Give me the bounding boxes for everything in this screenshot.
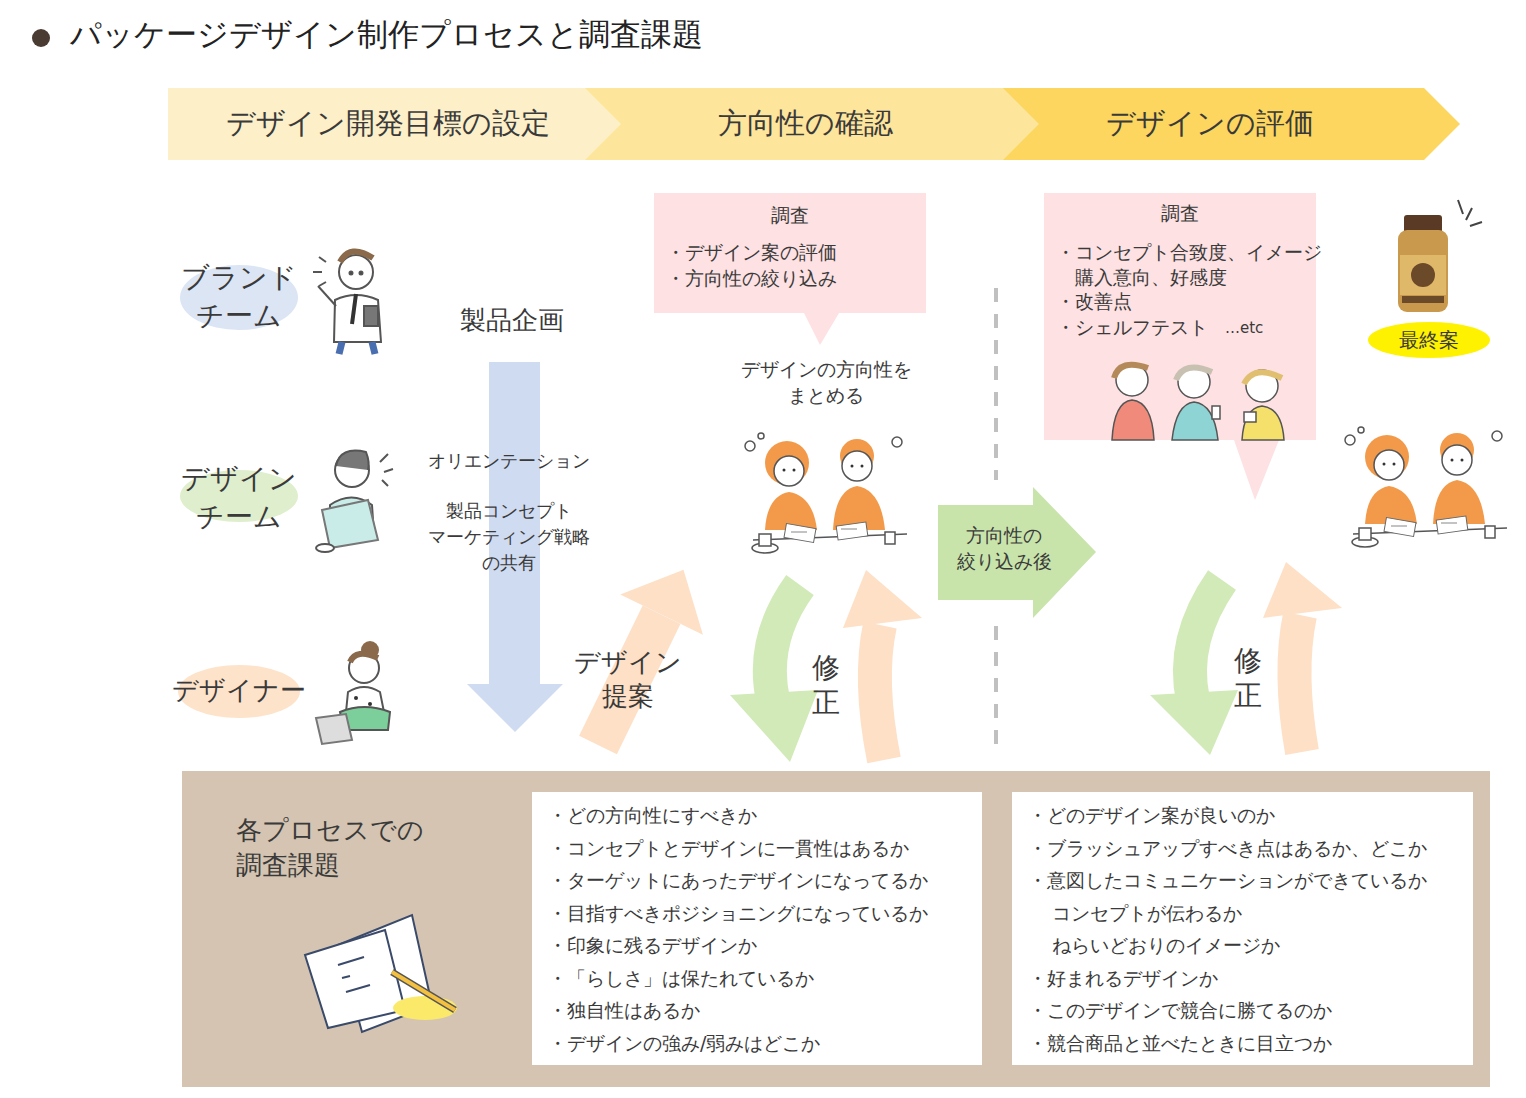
node-text: ・コンセプトとデザインに一貫性はあるか bbox=[548, 836, 974, 861]
title-bullet bbox=[32, 29, 50, 47]
proposal-arrow bbox=[557, 550, 725, 766]
node-text: ・印象に残るデザインか bbox=[548, 933, 974, 958]
node-text: ・ブラッシュアップすべき点はあるか、どこか bbox=[1028, 836, 1465, 861]
node-text: 方向性の確認 bbox=[605, 105, 1005, 141]
issues-list: ・どのデザイン案が良いのか・ブラッシュアップすべき点はあるか、どこか・意図したコ… bbox=[1012, 792, 1473, 1065]
revision-loop bbox=[1150, 562, 1342, 755]
node-text: 方向性の 絞り込み後 bbox=[948, 523, 1060, 574]
node-text: ・コンセプト合致度、イメージ 購入意向、好感度 bbox=[1056, 240, 1348, 289]
issues-list: ・どの方向性にすべきか・コンセプトとデザインに一貫性はあるか・ターゲットにあった… bbox=[532, 792, 982, 1065]
node-text: デザイン開発目標の設定 bbox=[188, 105, 588, 141]
node-text: 調査 bbox=[654, 203, 926, 228]
annotation-label: デザインの方向性を まとめる bbox=[736, 356, 916, 408]
product-bottle bbox=[1398, 200, 1482, 312]
node-text: ・どのデザイン案が良いのか bbox=[1028, 803, 1465, 828]
revision-loop bbox=[730, 570, 922, 762]
node-text: ・このデザインで競合に勝てるのか bbox=[1028, 998, 1465, 1023]
node-text: デザインの評価 bbox=[1010, 105, 1410, 141]
node-text: 各プロセスでの 調査課題 bbox=[236, 813, 436, 883]
node-text: ・改善点 bbox=[1056, 289, 1314, 314]
process-chevron: デザイン開発目標の設定 bbox=[168, 88, 623, 160]
consumer-illustration bbox=[1112, 364, 1284, 440]
node-text: 最終案 bbox=[1368, 327, 1490, 353]
node-text: ・「らしさ」は保たれているか bbox=[548, 966, 974, 991]
node-text: ・目指すべきポジショニングになっているか bbox=[548, 901, 974, 926]
annotation-label: 修 正 bbox=[809, 650, 843, 720]
issues-panel: 各プロセスでの 調査課題 ・どの方向性にすべきか・コンセプトとデザインに一貫性はあ… bbox=[182, 771, 1490, 1087]
node-text: ・ターゲットにあったデザインになってるか bbox=[548, 868, 974, 893]
node-text: ・シェルフテスト bbox=[1056, 315, 1226, 340]
designer-person bbox=[316, 641, 390, 744]
node-text: ・独自性はあるか bbox=[548, 998, 974, 1023]
node-text: ・競合商品と並べたときに目立つか bbox=[1028, 1031, 1465, 1056]
node-text: …etc bbox=[1225, 319, 1305, 339]
process-chevron: 方向性の確認 bbox=[585, 88, 1040, 160]
annotation-label: 製品企画 bbox=[450, 304, 574, 338]
node-text: ・デザインの強み/弱みはどこか bbox=[548, 1031, 974, 1056]
role-ellipse: デザイン チーム bbox=[180, 470, 298, 522]
diagram-title: パッケージデザイン制作プロセスと調査課題 bbox=[70, 14, 970, 54]
step-arrow: 方向性の 絞り込み後 bbox=[938, 487, 1096, 618]
design-team-person bbox=[316, 451, 393, 552]
research-callout: 調査・コンセプト合致度、イメージ 購入意向、好感度・改善点・シェルフテスト…et… bbox=[1044, 193, 1316, 440]
role-ellipse: デザイナー bbox=[178, 665, 300, 718]
paper-illustration bbox=[305, 915, 457, 1032]
node-outline bbox=[1012, 792, 1473, 1065]
process-chevron: デザインの評価 bbox=[1003, 88, 1460, 160]
node-text: デザイン チーム bbox=[175, 460, 303, 536]
annotation-label: デザイン 提案 bbox=[573, 646, 683, 714]
final-badge: 最終案 bbox=[1368, 322, 1490, 358]
node-text: ・どの方向性にすべきか bbox=[548, 803, 974, 828]
research-callout: 調査・デザイン案の評価・方向性の絞り込み bbox=[654, 193, 926, 313]
node-text: ・デザイン案の評価 bbox=[666, 240, 924, 265]
node-text: ・好まれるデザインか bbox=[1028, 966, 1465, 991]
annotation-label: オリエンテーション bbox=[419, 449, 599, 472]
team-illustration bbox=[745, 433, 907, 553]
phase-divider bbox=[994, 288, 998, 750]
role-ellipse: ブランド チーム bbox=[180, 265, 298, 330]
node-text: ・方向性の絞り込み bbox=[666, 266, 924, 291]
node-text: デザイナー bbox=[169, 674, 309, 708]
node-outline bbox=[532, 792, 982, 1065]
annotation-label: 製品コンセプト マーケティング戦略 の共有 bbox=[424, 498, 594, 576]
annotation-label: 修 正 bbox=[1231, 643, 1265, 713]
node-text: コンセプトが伝わるか bbox=[1052, 901, 1489, 926]
team-illustration bbox=[1345, 427, 1507, 547]
node-text: ブランド チーム bbox=[175, 259, 303, 335]
brand-person bbox=[313, 251, 381, 354]
node-text: ねらいどおりのイメージか bbox=[1052, 933, 1489, 958]
node-text: ・意図したコミュニケーションができているか bbox=[1028, 868, 1465, 893]
node-text: 調査 bbox=[1044, 201, 1316, 226]
